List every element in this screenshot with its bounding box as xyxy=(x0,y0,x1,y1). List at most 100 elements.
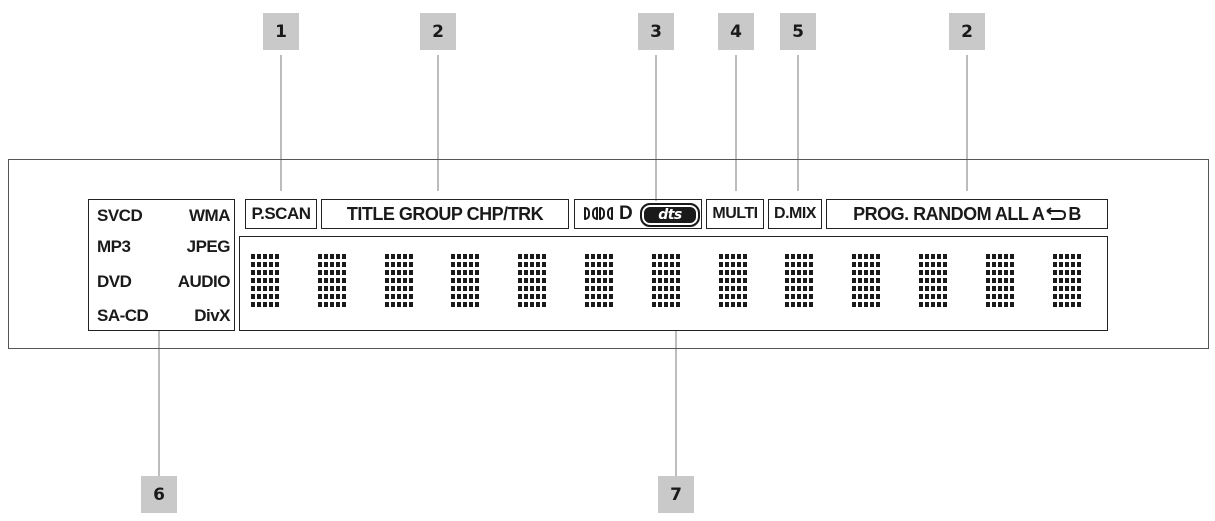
matrix-dot xyxy=(323,294,328,299)
matrix-dot xyxy=(402,254,407,259)
matrix-dot xyxy=(251,262,255,267)
matrix-dot xyxy=(384,262,389,267)
matrix-dot xyxy=(335,278,340,283)
matrix-dot xyxy=(329,302,334,307)
matrix-dot xyxy=(451,302,456,307)
matrix-dot xyxy=(263,286,267,291)
matrix-dot xyxy=(919,254,923,259)
matrix-dot xyxy=(675,270,680,275)
repeat-b-label: B xyxy=(1068,203,1081,224)
matrix-dot xyxy=(384,270,389,275)
matrix-dot xyxy=(943,286,947,291)
matrix-dot xyxy=(669,270,674,275)
matrix-dot xyxy=(809,262,814,267)
matrix-dot xyxy=(536,294,541,299)
matrix-dot xyxy=(530,270,535,275)
matrix-dot xyxy=(791,262,796,267)
matrix-dot xyxy=(657,270,662,275)
matrix-dot xyxy=(591,294,595,299)
matrix-dot xyxy=(341,278,346,283)
matrix-dot xyxy=(657,262,662,267)
callout-3: 3 xyxy=(638,13,674,50)
matrix-dot xyxy=(335,270,340,275)
matrix-dot xyxy=(675,262,680,267)
matrix-dot xyxy=(269,278,273,283)
matrix-dot xyxy=(275,270,279,275)
matrix-dot xyxy=(317,270,322,275)
matrix-dot xyxy=(937,286,941,291)
matrix-dot xyxy=(402,294,407,299)
leader-line-5 xyxy=(797,55,799,191)
matrix-dot xyxy=(396,294,401,299)
matrix-dot xyxy=(876,302,881,307)
matrix-dot xyxy=(785,254,790,259)
callout-5: 5 xyxy=(780,13,816,50)
matrix-dot xyxy=(329,286,334,291)
matrix-dot xyxy=(651,254,656,259)
matrix-dot xyxy=(718,270,723,275)
matrix-dot xyxy=(870,270,875,275)
matrix-dot xyxy=(390,278,395,283)
matrix-dot xyxy=(742,286,747,291)
matrix-dot xyxy=(985,254,990,259)
matrix-dot xyxy=(251,254,255,259)
matrix-dot xyxy=(323,270,328,275)
leader-line-2a xyxy=(437,55,439,191)
matrix-dot xyxy=(931,286,935,291)
matrix-dot xyxy=(730,254,735,259)
matrix-dot xyxy=(724,286,729,291)
matrix-dot xyxy=(341,286,346,291)
matrix-dot xyxy=(1058,270,1063,275)
matrix-dot xyxy=(275,294,279,299)
matrix-dot xyxy=(451,262,456,267)
matrix-dot xyxy=(518,302,523,307)
leader-line-6 xyxy=(158,331,160,479)
matrix-dot xyxy=(1003,294,1008,299)
matrix-dot xyxy=(991,270,996,275)
matrix-dot xyxy=(663,286,668,291)
matrix-dot xyxy=(785,262,790,267)
dmix-indicator: D.MIX xyxy=(768,199,822,229)
matrix-dot xyxy=(263,294,267,299)
matrix-dot xyxy=(402,262,407,267)
matrix-dot xyxy=(396,262,401,267)
matrix-dot xyxy=(742,278,747,283)
matrix-dot xyxy=(937,254,941,259)
matrix-digit xyxy=(251,254,281,310)
matrix-dot xyxy=(402,278,407,283)
matrix-dot xyxy=(603,294,607,299)
matrix-dot xyxy=(803,286,808,291)
matrix-dot xyxy=(718,302,723,307)
matrix-dot xyxy=(329,270,334,275)
matrix-digit xyxy=(718,254,749,310)
matrix-digit xyxy=(651,254,682,310)
matrix-dot xyxy=(269,302,273,307)
matrix-dot xyxy=(925,270,929,275)
matrix-dot xyxy=(730,262,735,267)
matrix-dot xyxy=(870,278,875,283)
matrix-dot xyxy=(803,294,808,299)
matrix-dot xyxy=(469,286,474,291)
matrix-dot xyxy=(742,294,747,299)
matrix-dot xyxy=(1058,278,1063,283)
leader-line-4 xyxy=(735,55,737,191)
matrix-dot xyxy=(803,254,808,259)
matrix-dot xyxy=(991,294,996,299)
matrix-dot xyxy=(657,278,662,283)
matrix-dot xyxy=(931,262,935,267)
matrix-dot xyxy=(797,278,802,283)
matrix-dot xyxy=(943,294,947,299)
matrix-dot xyxy=(263,254,267,259)
matrix-dot xyxy=(724,302,729,307)
matrix-dot xyxy=(275,278,279,283)
matrix-dot xyxy=(257,254,261,259)
matrix-dot xyxy=(408,254,413,259)
matrix-dot xyxy=(718,286,723,291)
matrix-dot xyxy=(408,294,413,299)
matrix-digit xyxy=(785,254,815,310)
matrix-dot xyxy=(797,270,802,275)
matrix-dot xyxy=(269,254,273,259)
matrix-dot xyxy=(925,278,929,283)
matrix-dot xyxy=(323,278,328,283)
matrix-dot xyxy=(329,262,334,267)
